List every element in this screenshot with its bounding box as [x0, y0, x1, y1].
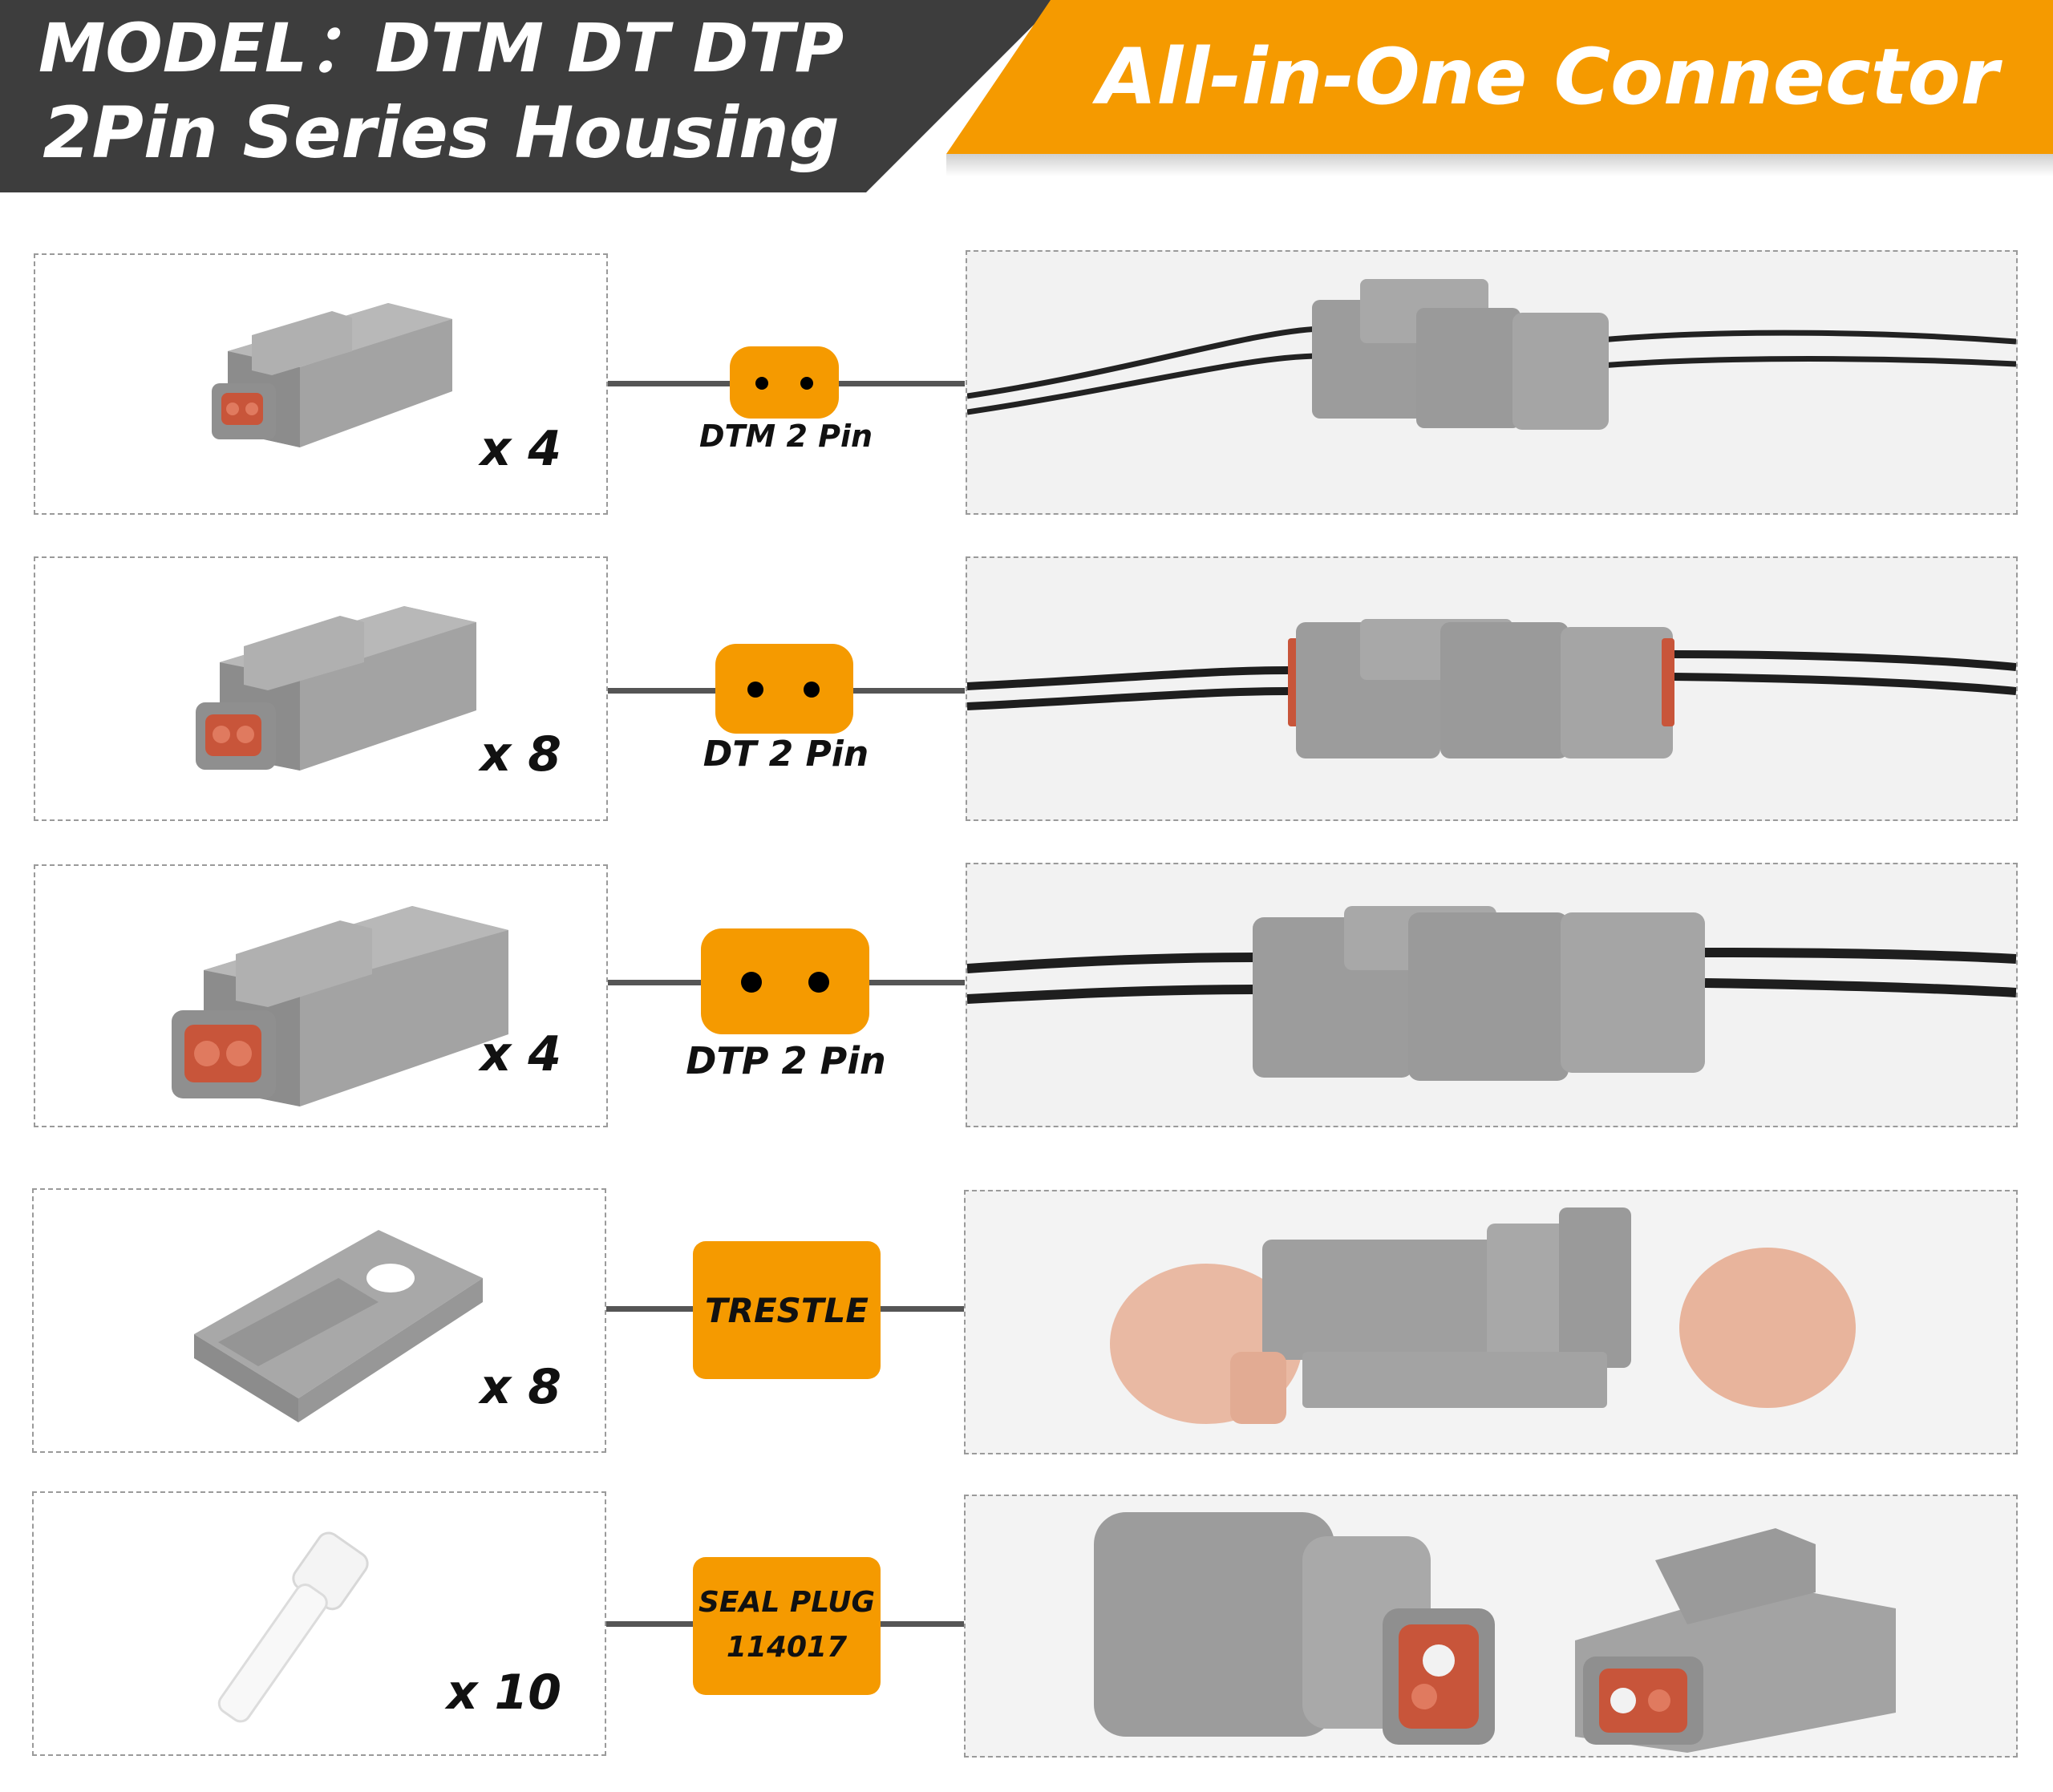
- pin-badge-dtm: [730, 346, 839, 419]
- photo-dtm-connected: [966, 250, 2018, 515]
- product-card-dtp: [34, 864, 608, 1127]
- dtm-housing-icon: [212, 303, 452, 447]
- dt-connected-illustration: [967, 558, 2016, 819]
- header-model-text: MODEL：DTM DT DTP 2Pin Series Housing: [0, 0, 882, 192]
- header-kit-banner: [946, 0, 2053, 154]
- photo-dtp-connected: [966, 863, 2018, 1127]
- product-card-dt: [34, 556, 608, 821]
- trestle-held-illustration: [966, 1191, 2016, 1453]
- seal-plug-icon: [217, 1531, 369, 1723]
- quantity-dtp: x 4: [480, 1026, 561, 1082]
- pin-dot: [800, 377, 813, 390]
- seal-plug-part-number: 114017: [726, 1631, 848, 1664]
- dt-housing-icon: [196, 606, 476, 771]
- photo-dt-connected: [966, 556, 2018, 821]
- badge-seal-plug: SEAL PLUG 114017: [693, 1557, 881, 1695]
- dtp-connected-illustration: [967, 864, 2016, 1126]
- pin-dot: [741, 972, 762, 993]
- label-trestle: TRESTLE: [693, 1241, 881, 1379]
- label-dtp: DTP 2 Pin: [686, 1039, 886, 1082]
- pin-dot: [747, 682, 763, 698]
- photo-trestle-in-hand: [964, 1190, 2018, 1454]
- pin-dot: [804, 682, 820, 698]
- seal-plug-installed-illustration: [966, 1496, 2016, 1756]
- kit-title: All-in-One Connector Kit: [1097, 32, 1998, 276]
- product-card-seal-plug: [32, 1491, 606, 1756]
- label-dtm: DTM 2 Pin: [699, 419, 873, 454]
- quantity-trestle: x 8: [480, 1359, 561, 1415]
- pin-badge-dtp: [701, 928, 869, 1034]
- seal-plug-label: SEAL PLUG: [699, 1586, 875, 1619]
- product-card-dtm: [34, 253, 608, 515]
- pin-dot: [755, 377, 768, 390]
- header-model-banner: [0, 0, 1059, 192]
- pin-badge-dt: [715, 644, 853, 734]
- quantity-seal-plug: x 10: [446, 1665, 561, 1721]
- dtp-housing-icon: [172, 906, 508, 1106]
- housing-line: 2Pin Series Housing: [43, 91, 840, 174]
- header-shadow: [946, 154, 2053, 176]
- dtm-connected-illustration: [967, 252, 2016, 513]
- label-dt: DT 2 Pin: [703, 734, 869, 775]
- trestle-icon: [194, 1230, 483, 1422]
- photo-seal-plug-installed: [964, 1495, 2018, 1758]
- quantity-dt: x 8: [480, 726, 561, 783]
- product-card-trestle: [32, 1188, 606, 1453]
- quantity-dtm: x 4: [480, 421, 561, 477]
- model-line: MODEL：DTM DT DTP: [38, 9, 844, 87]
- pin-dot: [808, 972, 829, 993]
